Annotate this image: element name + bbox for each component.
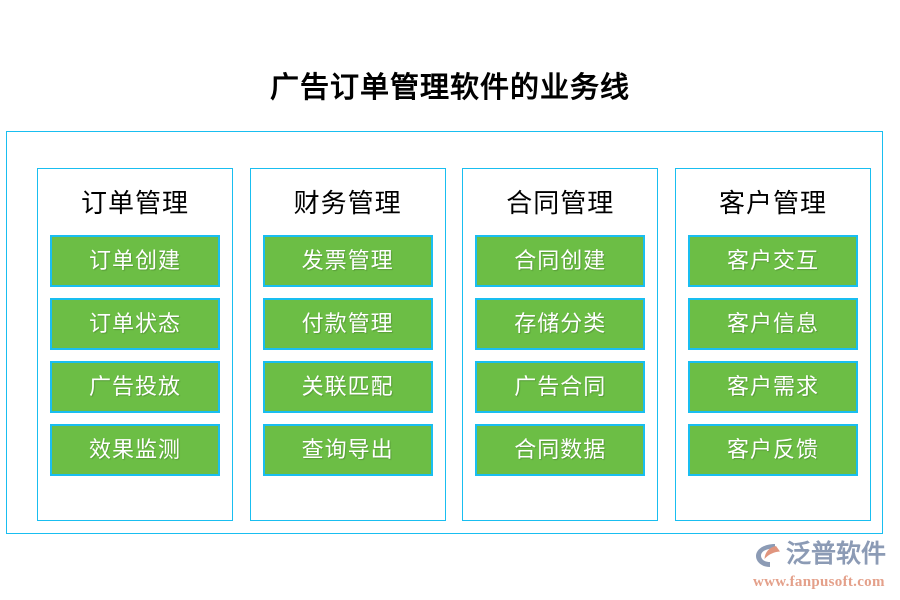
fanpu-logo-icon	[753, 540, 783, 570]
list-item[interactable]: 效果监测	[50, 424, 220, 476]
column-title: 财务管理	[293, 189, 402, 218]
watermark-logo-row: 泛普软件	[753, 538, 893, 572]
list-item[interactable]: 合同数据	[475, 424, 646, 476]
list-item[interactable]: 客户需求	[687, 361, 858, 413]
item-list: 合同创建 存储分类 广告合同 合同数据	[463, 235, 657, 476]
list-item[interactable]: 关联匹配	[262, 361, 433, 413]
list-item[interactable]: 付款管理	[262, 298, 433, 350]
list-item[interactable]: 客户信息	[687, 298, 858, 350]
list-item[interactable]: 存储分类	[475, 298, 646, 350]
list-item[interactable]: 合同创建	[475, 235, 646, 287]
page-title: 广告订单管理软件的业务线	[269, 72, 630, 104]
watermark-url: www.fanpusoft.com	[753, 574, 885, 590]
column-container: 订单管理 订单创建 订单状态 广告投放 效果监测 财务管理 发票管理 付款管理 …	[37, 168, 871, 521]
column-title: 合同管理	[506, 189, 615, 218]
category-column-finance: 财务管理 发票管理 付款管理 关联匹配 查询导出	[249, 168, 446, 521]
list-item[interactable]: 查询导出	[262, 424, 433, 476]
category-column-order: 订单管理 订单创建 订单状态 广告投放 效果监测	[37, 168, 233, 521]
list-item[interactable]: 广告合同	[475, 361, 646, 413]
watermark-brand: 泛普软件	[786, 541, 887, 568]
diagram-outer-frame: 订单管理 订单创建 订单状态 广告投放 效果监测 财务管理 发票管理 付款管理 …	[6, 131, 883, 534]
category-column-customer: 客户管理 客户交互 客户信息 客户需求 客户反馈	[674, 168, 871, 521]
watermark: 泛普软件 www.fanpusoft.com	[753, 538, 893, 594]
item-list: 发票管理 付款管理 关联匹配 查询导出	[251, 235, 445, 476]
list-item[interactable]: 客户交互	[687, 235, 858, 287]
list-item[interactable]: 订单状态	[50, 298, 220, 350]
list-item[interactable]: 客户反馈	[687, 424, 858, 476]
list-item[interactable]: 广告投放	[50, 361, 220, 413]
item-list: 客户交互 客户信息 客户需求 客户反馈	[676, 235, 870, 476]
column-title: 订单管理	[80, 189, 189, 218]
list-item[interactable]: 发票管理	[262, 235, 433, 287]
column-title: 客户管理	[718, 189, 827, 218]
list-item[interactable]: 订单创建	[50, 235, 220, 287]
item-list: 订单创建 订单状态 广告投放 效果监测	[38, 235, 232, 476]
category-column-contract: 合同管理 合同创建 存储分类 广告合同 合同数据	[462, 168, 659, 521]
